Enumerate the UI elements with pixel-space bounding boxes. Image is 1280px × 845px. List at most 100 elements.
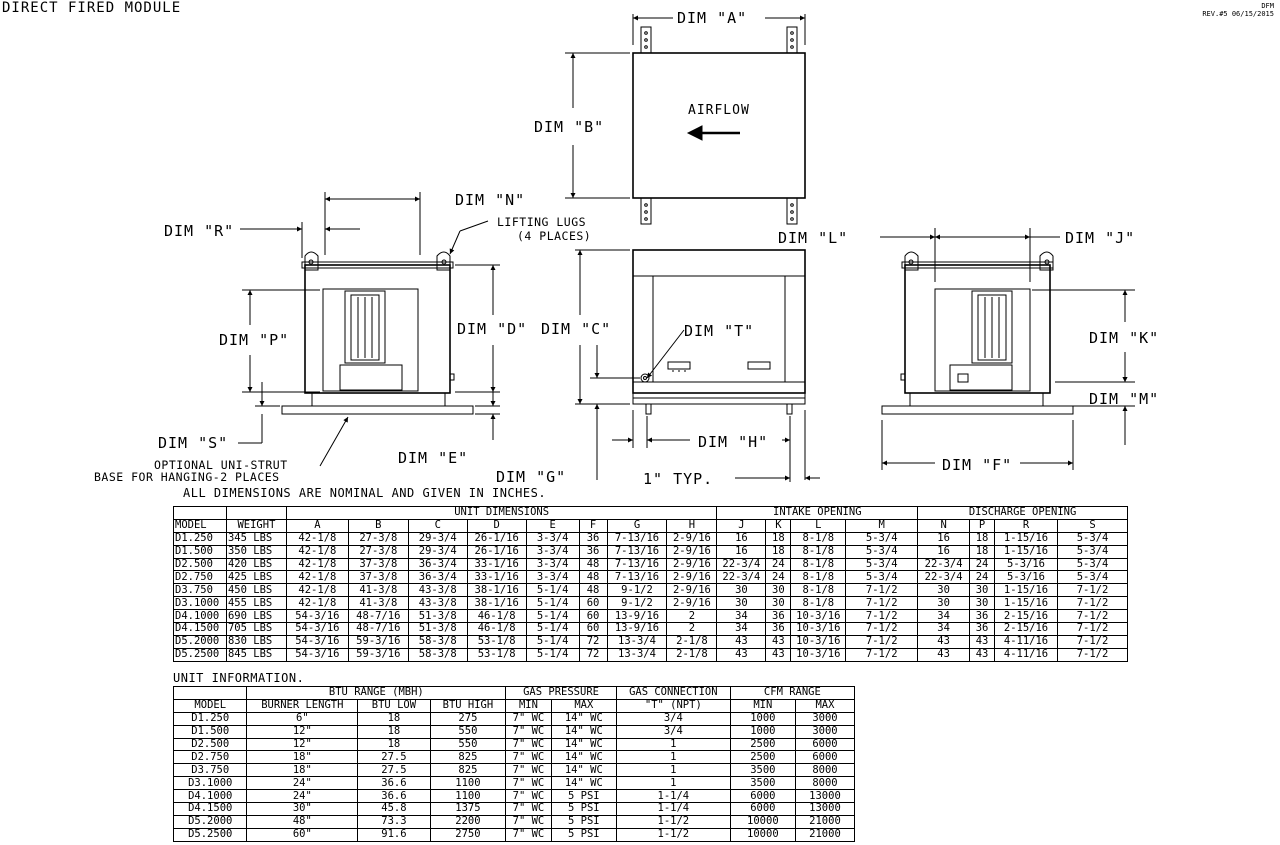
side-view-right <box>880 228 1135 470</box>
table-cell: 14" WC <box>550 763 617 778</box>
table-cell: 24" <box>246 776 359 791</box>
table-cell: 1 <box>615 776 731 791</box>
table-cell: 43 <box>969 647 996 662</box>
gas-connection-header: GAS CONNECTION <box>615 686 731 700</box>
table-cell: 7-1/2 <box>1056 647 1129 662</box>
table-cell: 2-15/16 <box>994 609 1058 624</box>
table-cell: D2.500 <box>172 737 248 752</box>
table-cell: 59-3/16 <box>347 634 409 649</box>
table-cell: 10000 <box>729 827 796 842</box>
table-cell: 5-3/16 <box>994 570 1058 585</box>
table-cell: 18 <box>969 531 996 546</box>
table-cell: 7-1/2 <box>845 647 919 662</box>
table-cell: 18 <box>357 724 431 739</box>
table-cell: 58-3/8 <box>407 647 468 662</box>
table-cell: 7-13/16 <box>606 557 668 572</box>
unit-dimensions-header: UNIT DIMENSIONS <box>285 506 718 520</box>
dim-k-label: DIM "K" <box>1089 329 1160 347</box>
dim-column-header: MODEL <box>173 518 227 533</box>
table-cell: 9-1/2 <box>606 596 668 611</box>
table-cell: 36 <box>969 622 996 636</box>
table-cell: 16 <box>917 544 971 559</box>
table-cell: 7-1/2 <box>845 634 919 649</box>
table-cell: D1.250 <box>172 711 248 726</box>
table-cell: 48 <box>578 557 608 572</box>
table-cell: 5 PSI <box>550 789 617 804</box>
table-cell: 705 LBS <box>225 622 287 636</box>
table-cell: 27.5 <box>357 763 431 778</box>
table-cell: 60" <box>246 827 359 842</box>
table-cell: 1 <box>615 737 731 752</box>
table-cell: 6" <box>246 711 359 726</box>
table-cell: 14" WC <box>550 750 617 765</box>
table-cell: 8000 <box>794 776 856 791</box>
table-cell: 1-1/2 <box>615 814 731 829</box>
table-cell: 7-1/2 <box>1056 622 1129 636</box>
table-cell: 18" <box>246 763 359 778</box>
table-cell: 6000 <box>729 789 796 804</box>
table-cell: 36.6 <box>357 776 431 791</box>
table-cell: 2-9/16 <box>666 596 718 611</box>
table-cell: 36 <box>578 531 608 546</box>
dim-b-label: DIM "B" <box>534 118 605 136</box>
table-cell: 30 <box>765 596 792 611</box>
table-cell: 18" <box>246 750 359 765</box>
table-cell: 12" <box>246 737 359 752</box>
table-cell: 5-3/4 <box>845 570 919 585</box>
table-cell: 10-3/16 <box>790 634 847 649</box>
table-cell: 825 <box>429 750 507 765</box>
table-cell: 2-9/16 <box>666 544 718 559</box>
table-cell: 30 <box>716 596 767 611</box>
table-cell: 1-15/16 <box>994 596 1058 611</box>
dim-e-label: DIM "E" <box>398 449 469 467</box>
table-cell: D1.500 <box>173 544 227 559</box>
table-cell: 2 <box>666 609 718 624</box>
table-cell: 3000 <box>794 711 856 726</box>
table-cell: 7-1/2 <box>845 596 919 611</box>
table-cell: 5-3/4 <box>1056 557 1129 572</box>
table-cell: 42-1/8 <box>285 583 349 598</box>
table-cell: 1 <box>615 763 731 778</box>
table-cell: D2.750 <box>172 750 248 765</box>
table-cell: 53-1/8 <box>466 634 527 649</box>
table-cell: D5.2000 <box>173 634 227 649</box>
dim-d-label: DIM "D" <box>457 320 528 338</box>
table-cell: 3000 <box>794 724 856 739</box>
table-cell: 5 PSI <box>550 814 617 829</box>
unit-information-title: UNIT INFORMATION. <box>173 671 305 685</box>
table-cell: 33-1/16 <box>466 557 527 572</box>
table-cell: 9-1/2 <box>606 583 668 598</box>
table-cell: 42-1/8 <box>285 570 349 585</box>
table-cell: 8-1/8 <box>790 596 847 611</box>
table-cell: 43 <box>917 647 971 662</box>
table-cell: 6000 <box>794 737 856 752</box>
table-cell: 7" WC <box>505 827 552 842</box>
table-cell: 1-15/16 <box>994 583 1058 598</box>
table-cell: 550 <box>429 724 507 739</box>
table-cell: 3-3/4 <box>525 531 580 546</box>
table-cell: 13-3/4 <box>606 634 668 649</box>
revision-date: REV.#5 06/15/2015 <box>1202 10 1274 18</box>
table-cell: 5-1/4 <box>525 583 580 598</box>
table-cell: 48 <box>578 570 608 585</box>
table-cell: 34 <box>917 622 971 636</box>
cfm-range-header: CFM RANGE <box>729 686 856 700</box>
table-cell: 30 <box>917 596 971 611</box>
table-cell: 2500 <box>729 750 796 765</box>
table-cell: 8000 <box>794 763 856 778</box>
table-cell: 14" WC <box>550 711 617 726</box>
table-cell: 845 LBS <box>225 647 287 662</box>
table-cell: 21000 <box>794 827 856 842</box>
table-cell: 1100 <box>429 789 507 804</box>
dim-h-label: DIM "H" <box>698 433 769 451</box>
table-cell: 26-1/16 <box>466 544 527 559</box>
table-cell: 1 <box>615 750 731 765</box>
technical-drawing <box>238 14 1135 482</box>
